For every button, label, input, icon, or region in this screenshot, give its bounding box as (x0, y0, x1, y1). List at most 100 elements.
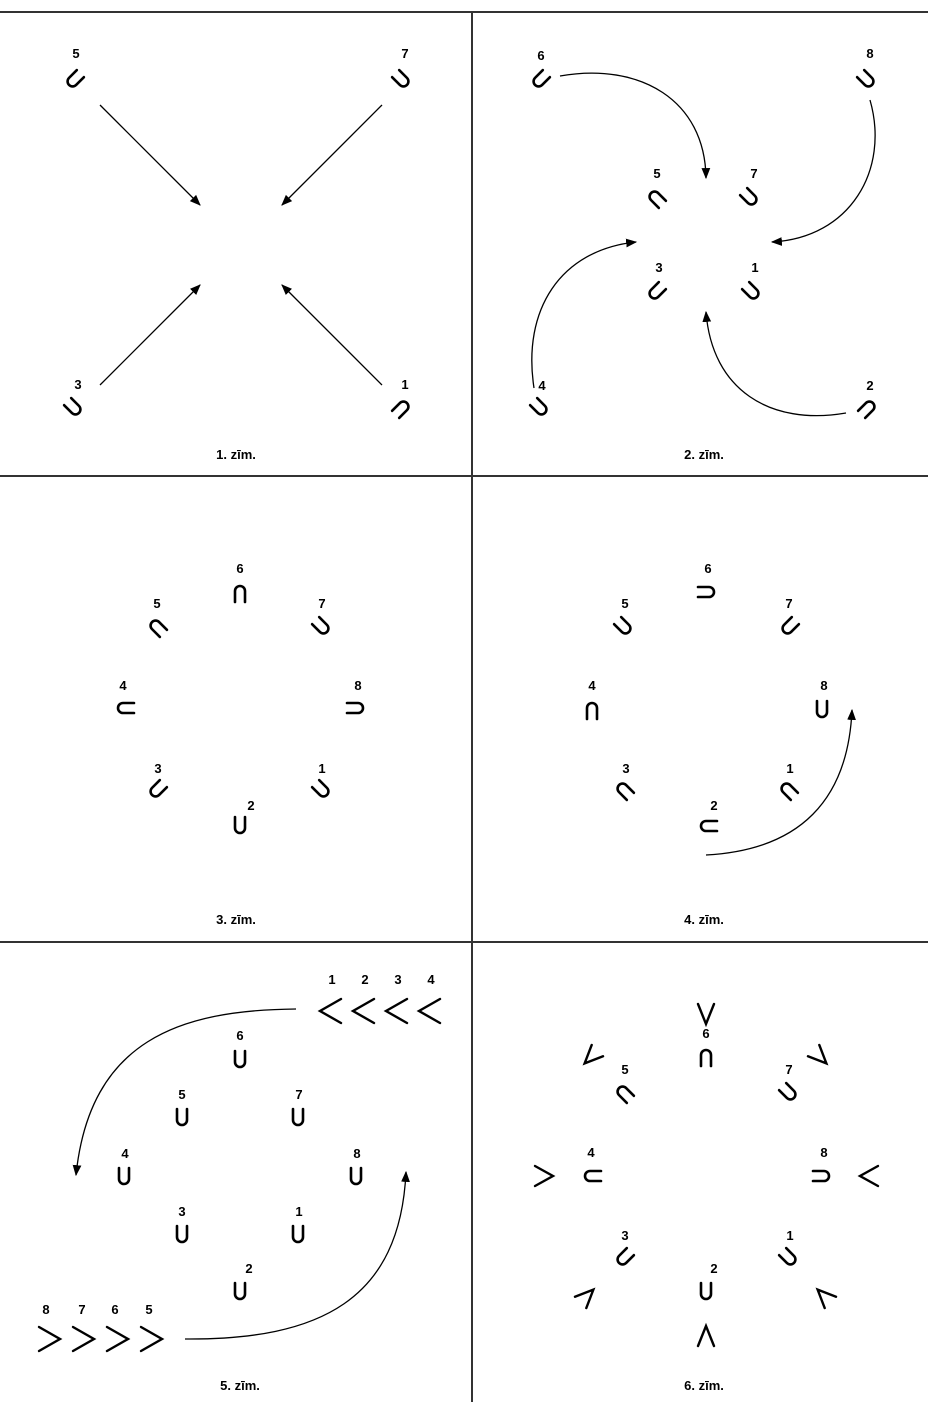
magnet-8 (815, 699, 829, 719)
chevron-diagonal-icon (582, 1043, 605, 1066)
magnet-label: 6 (702, 1026, 709, 1041)
magnet-2 (856, 400, 876, 420)
magnet-label: 3 (655, 260, 662, 275)
magnet-5 (66, 68, 86, 88)
magnet-label: 7 (750, 166, 757, 181)
magnet-3 (149, 778, 169, 798)
magnet-label: 4 (121, 1146, 129, 1161)
magnet-7 (291, 1107, 305, 1127)
top-row-label: 2 (361, 972, 368, 987)
chevron-right-icon (533, 1164, 556, 1188)
panel-3: 3. zīm. 6 5 7 4 8 3 1 2 (116, 561, 365, 927)
arrow (702, 310, 847, 417)
magnet-label: 7 (318, 596, 325, 611)
magnet-6 (233, 1049, 247, 1069)
magnet-label: 6 (537, 48, 544, 63)
panel-caption: 4. zīm. (684, 912, 724, 927)
panel-caption: 5. zīm. (220, 1378, 260, 1393)
magnet-5 (648, 190, 668, 210)
chevron-left-icon (317, 997, 343, 1025)
magnet-4 (583, 1169, 603, 1183)
magnet-label: 3 (74, 377, 81, 392)
panel-4: 4. zīm. 6 5 7 4 8 3 1 2 (585, 561, 856, 927)
magnet-7 (777, 1081, 797, 1101)
panel-2: 2. zīm. 6 8 5 7 3 1 4 2 (528, 46, 876, 462)
magnet-label: 2 (710, 1261, 717, 1276)
magnet-3 (62, 396, 82, 416)
bottom-row-label: 6 (111, 1302, 118, 1317)
magnet-4 (117, 1166, 131, 1186)
magnet-8 (811, 1169, 831, 1183)
chevron-right-icon (139, 1325, 165, 1353)
magnet-3 (616, 1246, 636, 1266)
magnet-4 (528, 396, 548, 416)
magnet-3 (648, 280, 668, 300)
bottom-row-label: 5 (145, 1302, 152, 1317)
arrow (559, 72, 711, 180)
magnet-1 (291, 1224, 305, 1244)
magnet-label: 1 (295, 1204, 302, 1219)
magnet-label: 6 (704, 561, 711, 576)
chevron-left-icon (416, 997, 442, 1025)
magnet-8 (855, 68, 875, 88)
chevron-left-icon (383, 997, 409, 1025)
magnet-label: 6 (236, 561, 243, 576)
panel-caption: 3. zīm. (216, 912, 256, 927)
magnet-label: 1 (786, 761, 793, 776)
magnet-3 (616, 782, 636, 802)
magnet-1 (310, 778, 330, 798)
magnet-6 (233, 584, 247, 604)
top-row-label: 3 (394, 972, 401, 987)
bottom-row-label: 8 (42, 1302, 49, 1317)
magnet-6 (696, 585, 716, 599)
chevron-diagonal-icon (806, 1043, 829, 1066)
magnet-4 (116, 701, 136, 715)
chevron-right-icon (37, 1325, 63, 1353)
arrow (531, 238, 638, 389)
magnet-5 (612, 615, 632, 635)
chevron-left-icon (857, 1164, 880, 1188)
magnet-label: 7 (785, 1062, 792, 1077)
arrow (184, 1170, 410, 1340)
magnet-1 (777, 1246, 797, 1266)
magnet-label: 3 (621, 1228, 628, 1243)
bottom-row-label: 7 (78, 1302, 85, 1317)
magnet-4 (585, 701, 599, 721)
chevron-diagonal-icon (573, 1287, 596, 1310)
magnet-5 (149, 619, 169, 639)
panel-grid (0, 11, 928, 1402)
magnet-label: 1 (786, 1228, 793, 1243)
magnet-7 (781, 615, 801, 635)
magnet-label: 5 (72, 46, 79, 61)
arrow (72, 1008, 297, 1177)
magnet-label: 8 (353, 1146, 360, 1161)
magnet-7 (390, 68, 410, 88)
chevron-up-icon (696, 1322, 716, 1348)
arrow (770, 99, 876, 246)
magnet-label: 5 (653, 166, 660, 181)
magnet-1 (780, 782, 800, 802)
magnet-label: 8 (820, 678, 827, 693)
chevron-left-icon (350, 997, 376, 1025)
magnet-label: 3 (622, 761, 629, 776)
magnet-label: 5 (178, 1087, 185, 1102)
panel-5: 5. zīm. 6 5 7 4 8 3 1 2 1 2 3 4 8 7 6 5 (37, 972, 442, 1393)
magnet-label: 6 (236, 1028, 243, 1043)
magnet-3 (175, 1224, 189, 1244)
magnet-label: 7 (295, 1087, 302, 1102)
magnet-6 (532, 68, 552, 88)
magnet-7 (310, 615, 330, 635)
chevron-right-icon (71, 1325, 97, 1353)
magnet-label: 2 (866, 378, 873, 393)
panel-6: 6. zīm. 6 5 7 4 8 3 1 2 (533, 1002, 880, 1393)
arrow (281, 284, 383, 386)
magnet-2 (233, 1281, 247, 1301)
chevron-diagonal-icon (815, 1287, 838, 1310)
magnet-label: 7 (785, 596, 792, 611)
magnet-6 (699, 1048, 713, 1068)
arrow (281, 104, 383, 206)
magnet-label: 1 (318, 761, 325, 776)
magnet-label: 1 (751, 260, 758, 275)
magnet-label: 5 (153, 596, 160, 611)
